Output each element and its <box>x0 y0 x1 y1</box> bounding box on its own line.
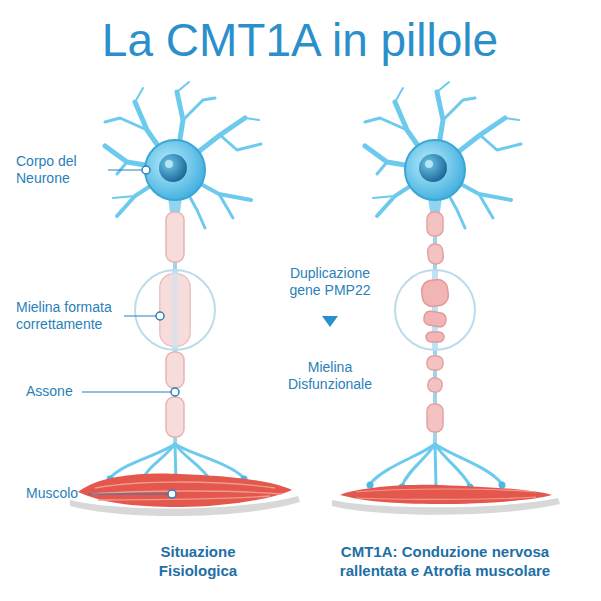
cause-label: Duplicazione gene PMP22 <box>278 265 382 300</box>
muscle-fibers <box>356 489 536 499</box>
axon-terminals <box>370 444 502 487</box>
muscle-fibers <box>92 482 282 500</box>
atrophic-muscle <box>340 485 552 504</box>
magnifier <box>395 270 475 350</box>
down-arrow <box>322 316 338 327</box>
muscle <box>78 473 292 507</box>
part-label: Muscolo <box>26 485 86 503</box>
panel-caption: CMT1A: Conduzione nervosa rallentata e A… <box>314 543 576 581</box>
part-label: Corpo del Neurone <box>16 153 104 188</box>
title: La CMT1A in pillole <box>15 15 585 66</box>
part-label: Assone <box>26 383 80 401</box>
myelin-zoom-veil <box>160 274 190 346</box>
myelin-zoom <box>160 274 190 346</box>
magnifier <box>135 270 215 350</box>
damaged-myelin-zoom <box>420 278 449 342</box>
neuron-body <box>365 82 521 228</box>
leader-dots <box>142 166 179 498</box>
neuron-body <box>105 82 261 228</box>
panel-caption: Situazione Fisiologica <box>138 543 258 581</box>
part-label: Mielina formata correttamente <box>16 299 120 334</box>
effect-label: Mielina Disfunzionale <box>278 359 382 394</box>
